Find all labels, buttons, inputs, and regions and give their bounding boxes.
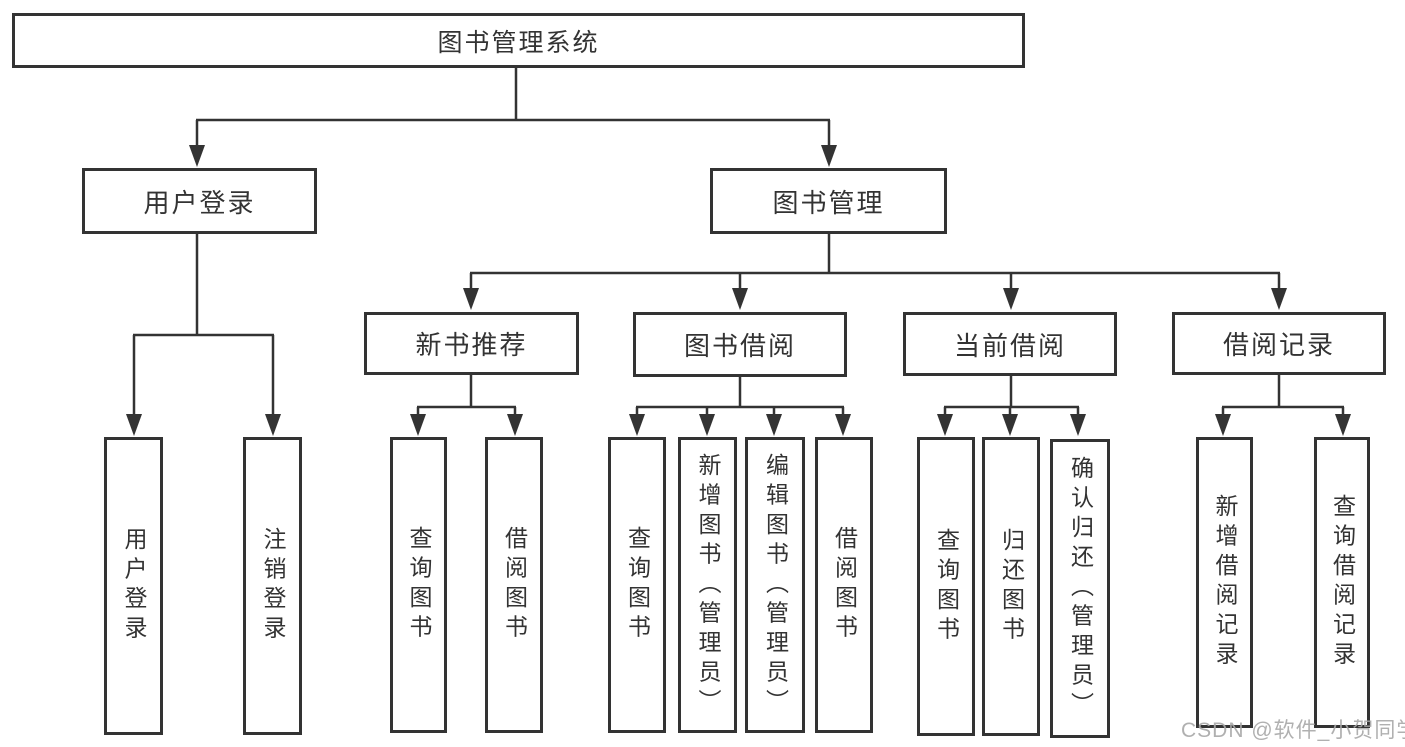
leaf-confirm-return-admin: 确认归还（管理员） — [1050, 439, 1110, 738]
node-book-management: 图书管理 — [710, 168, 947, 234]
leaf-add-book-admin: 新增图书（管理员） — [678, 437, 737, 733]
leaf-borrow-books-borrowing: 借阅图书 — [815, 437, 873, 733]
leaf-borrow-books-recommend: 借阅图书 — [485, 437, 543, 733]
arrowhead-icons — [126, 145, 1351, 436]
leaf-return-books: 归还图书 — [982, 437, 1040, 736]
node-borrow-records: 借阅记录 — [1172, 312, 1386, 375]
node-new-book-recommend: 新书推荐 — [364, 312, 579, 375]
leaf-edit-book-admin: 编辑图书（管理员） — [745, 437, 805, 733]
leaf-query-books-current: 查询图书 — [917, 437, 975, 736]
node-library-management-system: 图书管理系统 — [12, 13, 1025, 68]
leaf-logout-login: 注销登录 — [243, 437, 302, 735]
node-user-login: 用户登录 — [82, 168, 317, 234]
node-book-borrowing: 图书借阅 — [633, 312, 847, 377]
node-current-borrowing: 当前借阅 — [903, 312, 1117, 376]
csdn-watermark: CSDN @软件_小贺同学 — [1181, 719, 1405, 742]
leaf-query-books-recommend: 查询图书 — [390, 437, 447, 733]
leaf-query-books-borrowing: 查询图书 — [608, 437, 666, 733]
leaf-query-borrow-record: 查询借阅记录 — [1314, 437, 1370, 728]
leaf-user-login: 用户登录 — [104, 437, 163, 735]
leaf-add-borrow-record: 新增借阅记录 — [1196, 437, 1253, 728]
